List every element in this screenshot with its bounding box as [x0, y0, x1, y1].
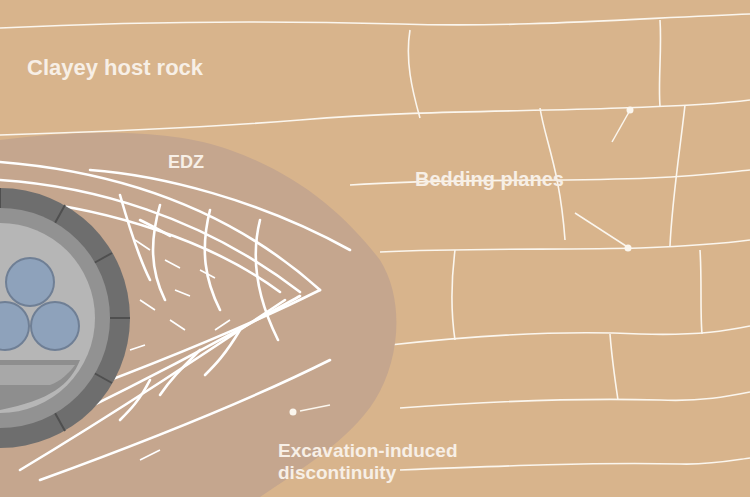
- host-rock-label: Clayey host rock: [27, 55, 287, 80]
- discontinuity-label: Excavation-induced discontinuity: [278, 440, 548, 484]
- edz-label: EDZ: [168, 152, 248, 173]
- bedding-planes-label: Bedding planes: [415, 168, 635, 191]
